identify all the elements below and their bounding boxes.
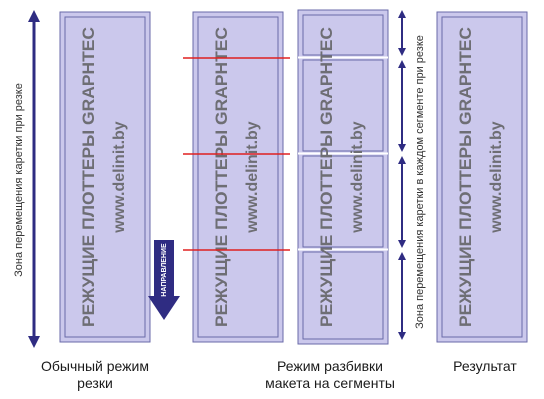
direction-arrow-icon: НАПРАВЛЕНИЕ	[148, 240, 180, 320]
caption-result-line1: Результат	[453, 358, 517, 374]
segment	[302, 14, 384, 56]
sign-line1: РЕЖУЩИЕ ПЛОТТЕРЫ GRAPHTEC	[79, 27, 98, 327]
arrow-head-up-icon	[28, 10, 40, 22]
arrow-head-down-icon	[28, 336, 40, 348]
arrow-head-up-icon	[398, 156, 406, 164]
direction-label: НАПРАВЛЕНИЕ	[161, 243, 168, 297]
caption-segment-line2: макета на сегменты	[265, 375, 395, 391]
caption-normal: Обычный режим резки	[20, 358, 170, 392]
zone-label-right: Зона перемещения каретки в каждом сегмен…	[414, 35, 426, 329]
sign-line1: РЕЖУЩИЕ ПЛОТТЕРЫ GRAPHTEC	[456, 27, 475, 327]
arrow-head-down-icon	[398, 144, 406, 152]
arrow-head-up-icon	[398, 10, 406, 18]
sign-line2: www.delinit.by	[244, 121, 261, 234]
sign-line2: www.delinit.by	[349, 121, 366, 234]
panel-segments: РЕЖУЩИЕ ПЛОТТЕРЫ GRAPHTEC www.delinit.by	[297, 9, 389, 345]
panel-segmented: РЕЖУЩИЕ ПЛОТТЕРЫ GRAPHTEC www.delinit.by	[192, 11, 284, 343]
caption-segment: Режим разбивки макета на сегменты	[250, 358, 410, 392]
segment-arrows	[398, 10, 406, 340]
zone-label-left: Зона перемещения каретки при резке	[13, 83, 25, 277]
arrow-head-down-icon	[398, 48, 406, 56]
segment	[302, 251, 384, 340]
arrow-head-down-icon	[398, 240, 406, 248]
segment	[302, 155, 384, 248]
panel-normal: РЕЖУЩИЕ ПЛОТТЕРЫ GRAPHTEC www.delinit.by	[59, 11, 151, 343]
sign-line2: www.delinit.by	[488, 121, 505, 234]
sign-line1: РЕЖУЩИЕ ПЛОТТЕРЫ GRAPHTEC	[317, 27, 336, 327]
arrow-head-up-icon	[398, 60, 406, 68]
sign-line2: www.delinit.by	[111, 121, 128, 234]
caption-result: Результат	[435, 358, 535, 375]
arrow-head-up-icon	[398, 252, 406, 260]
arrow-head-down-icon	[398, 332, 406, 340]
caption-normal-line1: Обычный режим	[41, 358, 149, 374]
sign-line1: РЕЖУЩИЕ ПЛОТТЕРЫ GRAPHTEC	[212, 27, 231, 327]
segment	[302, 59, 384, 152]
panel-result: РЕЖУЩИЕ ПЛОТТЕРЫ GRAPHTEC www.delinit.by	[436, 11, 528, 343]
caption-normal-line2: резки	[77, 375, 113, 391]
caption-segment-line1: Режим разбивки	[277, 358, 383, 374]
